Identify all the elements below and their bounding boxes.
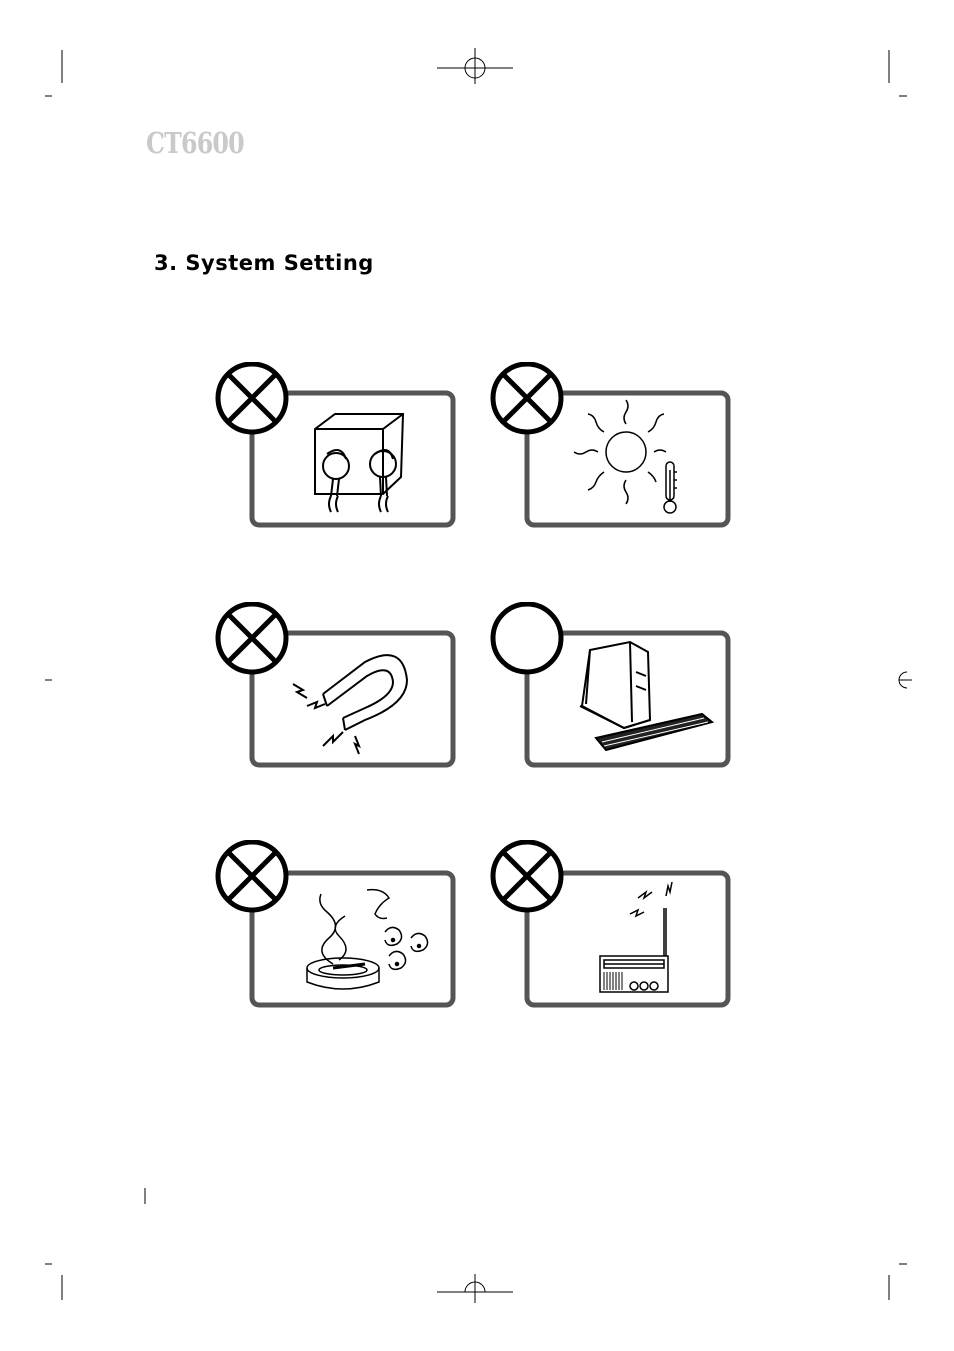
warning-panel-plugs	[215, 362, 460, 530]
radio-icon	[600, 882, 672, 992]
warning-panel-magnet	[215, 602, 460, 770]
warning-panel-radio	[490, 840, 735, 1010]
plug-outlet-icon	[315, 414, 403, 512]
section-title: 3. System Setting	[154, 251, 374, 275]
magnet-icon	[293, 655, 407, 754]
smoke-dust-icon	[307, 890, 428, 989]
info-panel-computer	[490, 602, 735, 770]
warning-panel-smoke	[215, 840, 460, 1010]
allowed-icon	[493, 604, 561, 672]
warning-panel-heat	[490, 362, 735, 530]
computer-icon	[580, 642, 712, 750]
sun-thermometer-icon	[574, 400, 677, 513]
model-name: CT6600	[146, 126, 244, 160]
